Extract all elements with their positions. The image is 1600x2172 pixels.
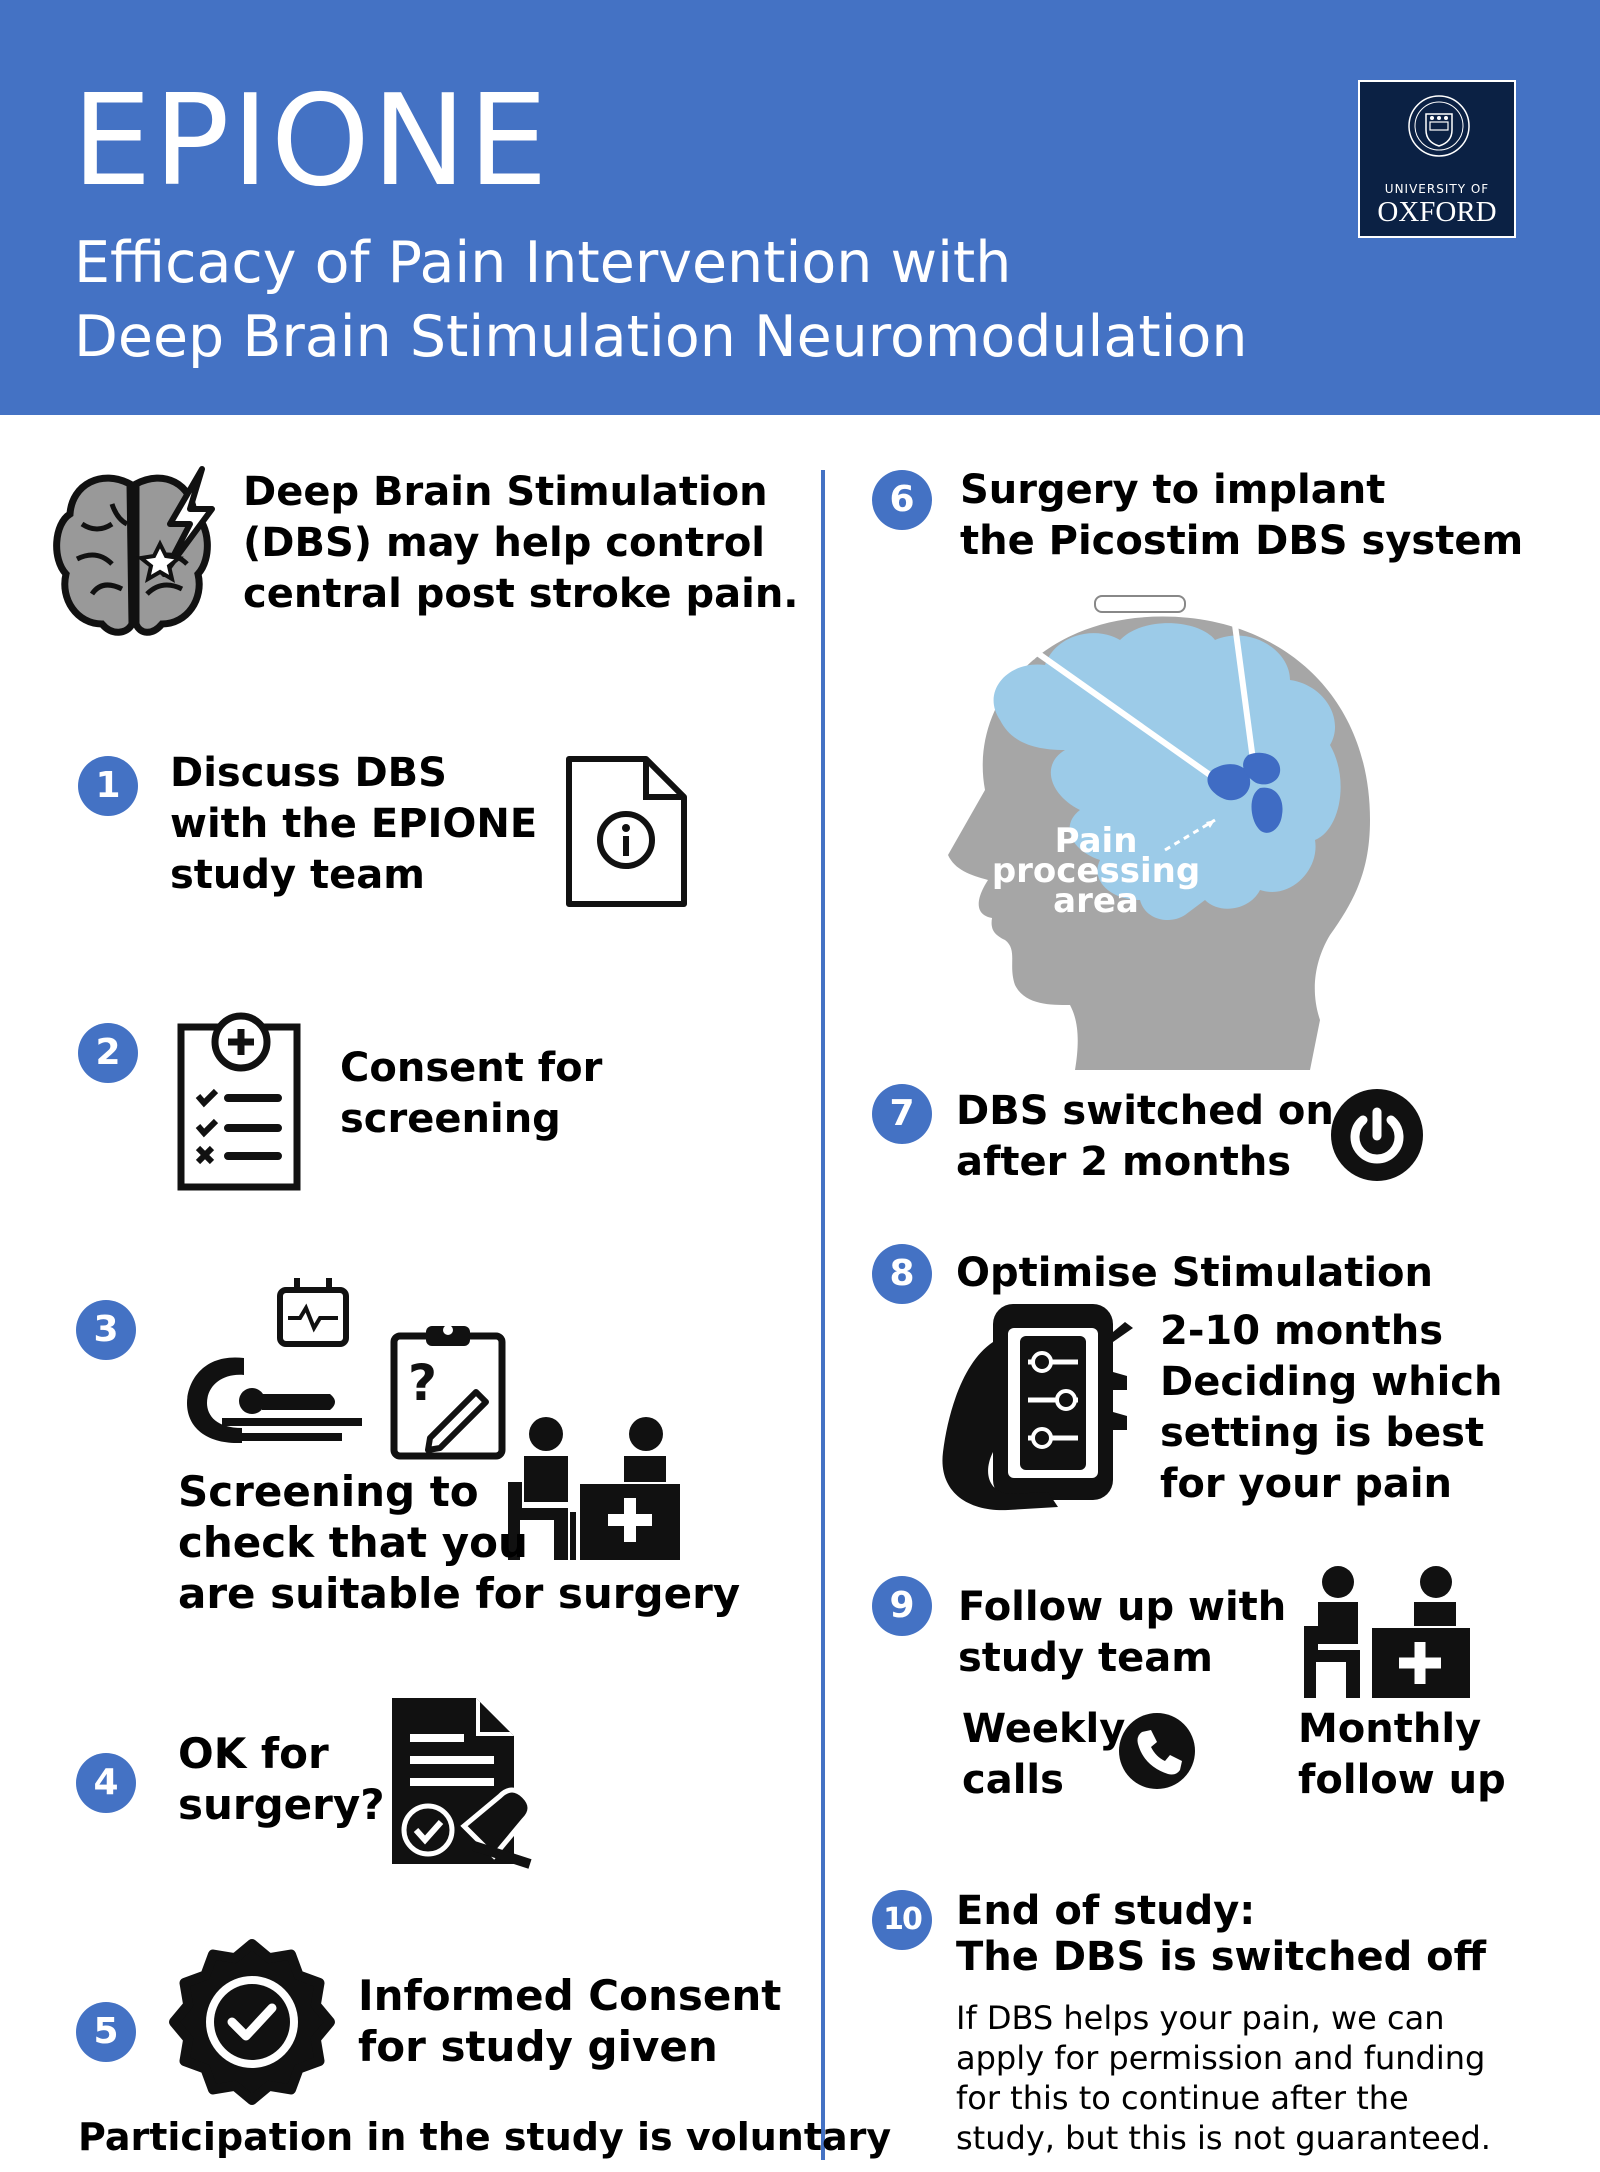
step-1-line-2: with the EPIONE	[170, 801, 538, 847]
voluntary-note: Participation in the study is voluntary	[78, 2115, 892, 2159]
step-8-line-2: 2-10 months	[1160, 1308, 1444, 1354]
step-6-number: 6	[872, 470, 932, 530]
subtitle-line-2: Deep Brain Stimulation Neuromodulation	[74, 304, 1248, 370]
weekly-line-1: Weekly	[962, 1706, 1126, 1752]
step-8-text: 2-10 months Deciding which setting is be…	[1160, 1306, 1502, 1510]
logo-line-1: UNIVERSITY OF	[1384, 182, 1490, 196]
header-banner	[0, 0, 1600, 415]
step-9-number: 9	[872, 1576, 932, 1636]
step-10-number: 10	[872, 1890, 932, 1950]
step-4-line-2: surgery?	[178, 1780, 385, 1829]
step-8-title: Optimise Stimulation	[956, 1250, 1434, 1296]
step-3-text: Screening to check that you are suitable…	[178, 1466, 740, 1619]
step-10-line-1: End of study:	[956, 1888, 1256, 1934]
step-2-line-1: Consent for	[340, 1045, 603, 1091]
step-1-text: Discuss DBS with the EPIONE study team	[170, 748, 537, 901]
monthly-line-2: follow up	[1298, 1757, 1506, 1803]
step-7-line-2: after 2 months	[956, 1139, 1292, 1185]
doctor-consultation-icon	[508, 1417, 680, 1560]
intro-text: Deep Brain Stimulation (DBS) may help co…	[243, 467, 799, 620]
pain-area-label-1: Pain	[1055, 821, 1138, 861]
step-8-line-3: Deciding which	[1160, 1359, 1503, 1405]
step-1-line-1: Discuss DBS	[170, 750, 447, 796]
step-10-note: If DBS helps your pain, we can apply for…	[956, 1998, 1491, 2158]
step-8-line-4: setting is best	[1160, 1410, 1485, 1456]
step-10-text: End of study: The DBS is switched off	[956, 1888, 1486, 1980]
step-6-line-1: Surgery to implant	[960, 467, 1386, 513]
intro-line-2: (DBS) may help control	[243, 520, 766, 566]
note-line-4: study, but this is not guaranteed.	[956, 2119, 1491, 2157]
step-3-line-2: check that you	[178, 1518, 528, 1567]
logo-line-2: OXFORD	[1377, 196, 1497, 228]
step-6-line-2: the Picostim DBS system	[960, 518, 1524, 564]
step-5-number: 5	[76, 2002, 136, 2062]
phone-call-icon	[1119, 1713, 1195, 1789]
step-9-line-1: Follow up with	[958, 1584, 1287, 1630]
note-line-2: apply for permission and funding	[956, 2039, 1486, 2077]
svg-text:?: ?	[408, 1354, 437, 1412]
step-10-line-2: The DBS is switched off	[956, 1934, 1487, 1980]
step-4-number: 4	[76, 1753, 136, 1813]
info-document-icon	[566, 756, 687, 907]
brain-lightning-icon	[53, 466, 215, 636]
step-5-text: Informed Consent for study given	[358, 1970, 781, 2072]
step-7-number: 7	[872, 1084, 932, 1144]
step-6-text: Surgery to implant the Picostim DBS syst…	[960, 465, 1523, 567]
pain-area-label-2: processing	[992, 851, 1200, 891]
step-3-line-3: are suitable for surgery	[178, 1569, 741, 1618]
intro-line-1: Deep Brain Stimulation	[243, 469, 768, 515]
step-9-line-2: study team	[958, 1635, 1213, 1681]
step-3-number: 3	[76, 1300, 136, 1360]
step-5-line-1: Informed Consent	[358, 1971, 782, 2020]
approved-document-stamp-icon	[392, 1698, 533, 1869]
step-1-number: 1	[78, 756, 138, 816]
oxford-crest-icon	[1408, 95, 1470, 157]
questionnaire-clipboard-icon: ?	[390, 1325, 506, 1460]
intro-line-3: central post stroke pain.	[243, 571, 799, 617]
column-divider	[821, 470, 825, 2160]
page-subtitle: Efficacy of Pain Intervention with Deep …	[74, 226, 1248, 374]
verified-badge-icon	[169, 1939, 335, 2105]
step-8-line-5: for your pain	[1160, 1461, 1453, 1507]
medical-checklist-icon	[177, 1012, 301, 1191]
step-7-text: DBS switched on after 2 months	[956, 1086, 1334, 1188]
page-title: EPIONE	[72, 67, 550, 214]
step-4-line-1: OK for	[178, 1729, 329, 1778]
monthly-line-1: Monthly	[1298, 1706, 1482, 1752]
power-icon	[1331, 1089, 1423, 1181]
step-5-line-2: for study given	[358, 2022, 718, 2071]
note-line-3: for this to continue after the	[956, 2079, 1409, 2117]
oxford-logo: UNIVERSITY OF OXFORD	[1358, 80, 1516, 238]
pain-area-label-3: area	[1053, 881, 1139, 921]
step-3-line-1: Screening to	[178, 1467, 479, 1516]
step-7-line-1: DBS switched on	[956, 1088, 1334, 1134]
step-2-text: Consent for screening	[340, 1043, 602, 1145]
step-4-text: OK for surgery?	[178, 1728, 385, 1830]
subtitle-line-1: Efficacy of Pain Intervention with	[74, 230, 1012, 296]
monthly-follow-up-text: Monthly follow up	[1298, 1704, 1506, 1806]
mri-scanner-icon	[187, 1278, 362, 1443]
step-2-line-2: screening	[340, 1096, 561, 1142]
step-2-number: 2	[78, 1023, 138, 1083]
doctor-consultation-icon-2	[1304, 1566, 1470, 1698]
weekly-line-2: calls	[962, 1757, 1064, 1803]
note-line-1: If DBS helps your pain, we can	[956, 1999, 1445, 2037]
phone-settings-hand-icon	[942, 1304, 1133, 1511]
step-9-text: Follow up with study team	[958, 1582, 1286, 1684]
head-brain-implant-icon: Pain processing area	[948, 595, 1370, 1070]
step-1-line-3: study team	[170, 852, 425, 898]
weekly-calls-text: Weekly calls	[962, 1704, 1125, 1806]
step-8-number: 8	[872, 1244, 932, 1304]
